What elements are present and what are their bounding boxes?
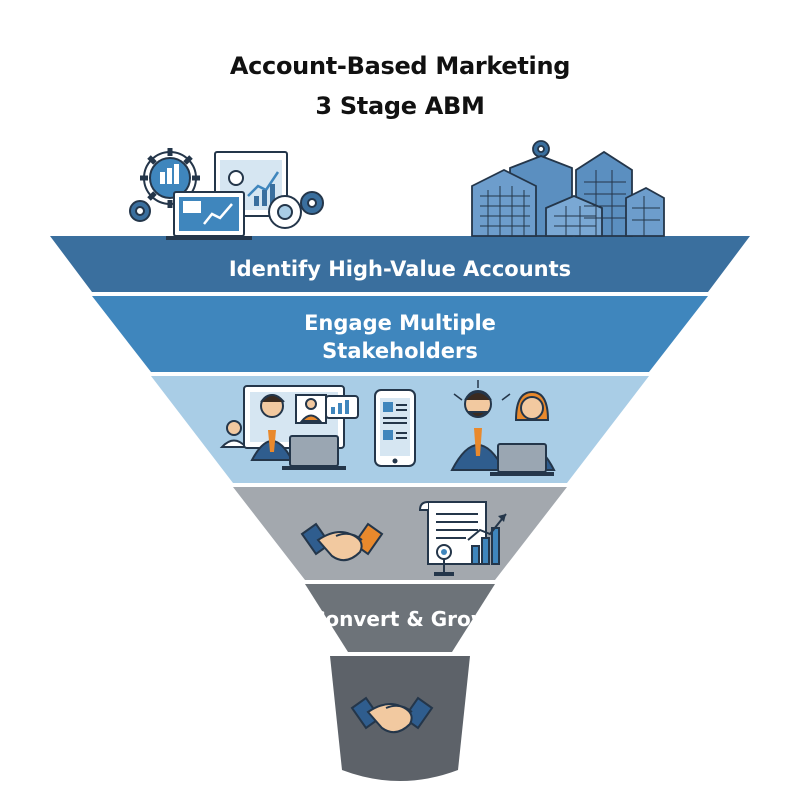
handshake-contract-growth-icon	[300, 501, 507, 576]
gear-icon	[140, 148, 200, 208]
handshake-icon	[300, 522, 384, 562]
stage-band-convert	[305, 584, 495, 652]
stage-label-engage-line1: Engage Multiple	[304, 311, 496, 335]
diagram-title: Account-Based Marketing	[229, 52, 571, 80]
stage-label-convert: Convert & Grow	[311, 607, 490, 631]
small-gear-icon	[300, 191, 324, 215]
office-buildings-icon	[471, 140, 665, 237]
stage-band-engage	[92, 296, 708, 372]
small-gear-icon	[129, 200, 151, 222]
stage-label-engage-line2: Stakeholders	[322, 339, 478, 363]
avatar	[450, 390, 506, 471]
stage-band-identify	[50, 236, 750, 292]
diagram-subtitle: 3 Stage ABM	[315, 92, 485, 120]
video-call-team-icon	[219, 380, 556, 476]
handshake-icon	[350, 696, 434, 734]
gear-icon	[532, 140, 550, 158]
smartphone-icon	[374, 389, 416, 467]
avatar	[250, 394, 294, 461]
growth-chart-icon	[467, 513, 507, 565]
analytics-dashboard-icon	[129, 148, 324, 240]
stage-label-identify: Identify High-Value Accounts	[229, 257, 571, 281]
connection-arrows-icon	[453, 380, 511, 401]
stage-band-deal	[233, 487, 567, 580]
